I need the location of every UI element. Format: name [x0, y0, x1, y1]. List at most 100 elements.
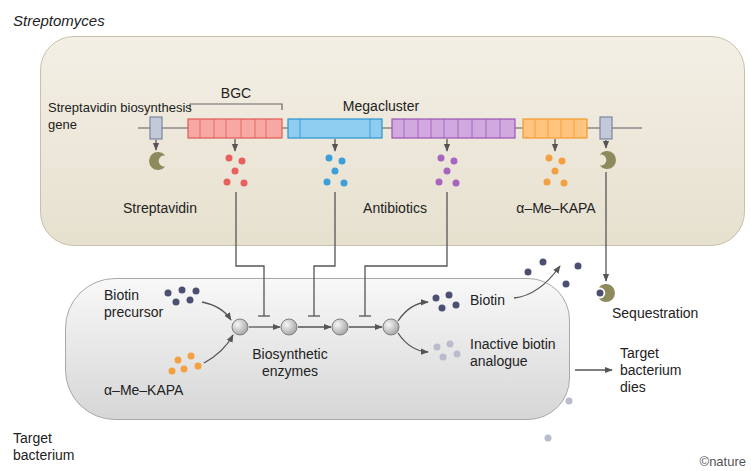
label: α–Me–KAPA: [104, 382, 204, 399]
cell-name: Streptomyces: [13, 12, 173, 29]
label: α–Me–KAPA: [506, 200, 606, 217]
label: Biotin precursor: [104, 287, 172, 321]
expression-arrow: [155, 140, 156, 150]
molecule-dot: [454, 351, 461, 358]
pathway-arrow: [298, 326, 331, 327]
death-arrow: [575, 369, 612, 370]
molecule-dot: [193, 288, 200, 295]
molecule-dot: [434, 344, 441, 351]
molecule-dot: [433, 295, 440, 302]
bgc-gene-block: [188, 119, 282, 138]
molecule-dot: [326, 155, 333, 162]
expression-arrow: [334, 139, 335, 151]
label: Biosynthetic enzymes: [235, 346, 345, 380]
export-arrow: [514, 266, 560, 298]
molecule-dot: [563, 281, 570, 288]
bgc-product-dots: [224, 155, 248, 187]
expression-arrows: [156, 139, 606, 151]
molecule-dot: [444, 168, 451, 175]
molecule-dot: [540, 259, 547, 266]
enzyme-circle: [383, 319, 399, 335]
purple-gene-block: [392, 119, 515, 138]
pathway-arrow: [398, 302, 428, 321]
molecule-dot: [332, 168, 339, 175]
label: Streptavidin biosynthesis gene: [48, 99, 200, 133]
label: ©nature: [666, 453, 746, 470]
molecule-dot: [597, 290, 604, 297]
molecule-dot: [232, 168, 239, 175]
gene-dividers: [300, 119, 370, 138]
antibiotic-dots: [324, 155, 348, 187]
antibiotic-dots: [436, 155, 460, 187]
blue-gene-block: [288, 119, 382, 138]
expression-arrow: [234, 139, 235, 151]
enzyme-circle: [332, 319, 348, 335]
label: BGC: [211, 85, 261, 102]
molecule-dot: [545, 435, 552, 442]
enzyme-circle: [281, 319, 297, 335]
dna-strand: [138, 127, 642, 129]
inhibition-bar: [359, 315, 371, 316]
streptavidin-symbol: [599, 284, 615, 302]
molecule-dot: [341, 180, 348, 187]
pathway-arrow: [349, 326, 382, 327]
pathway-arrow: [204, 335, 233, 363]
streptavidin-symbol: [600, 151, 616, 169]
pathway-arrow: [249, 326, 280, 327]
inhibition-bar: [258, 315, 270, 316]
label: Sequestration: [612, 305, 722, 322]
inhibition-lines: [236, 172, 606, 316]
molecule-dot: [181, 366, 188, 373]
bgc-bracket: [190, 104, 282, 110]
molecule-dot: [453, 302, 460, 309]
molecule-dot: [169, 368, 176, 375]
molecule-dot: [439, 305, 446, 312]
pathway-arrow: [398, 333, 428, 352]
molecule-dot: [339, 158, 346, 165]
molecule-dot: [436, 179, 443, 186]
gene-dividers: [535, 119, 574, 138]
molecule-dot: [226, 155, 233, 162]
molecule-dot: [188, 353, 195, 360]
molecule-dot: [447, 341, 454, 348]
orange-gene-block: [523, 119, 587, 138]
inhibition-line: [314, 192, 335, 316]
molecule-dot: [546, 155, 553, 162]
molecule-dot: [239, 158, 246, 165]
molecule-dot: [195, 363, 202, 370]
label: Streptavidin: [110, 200, 210, 217]
molecule-dot: [173, 299, 180, 306]
precursor-dots: [165, 287, 200, 306]
molecule-dot: [544, 179, 551, 186]
enzymes: [232, 319, 399, 335]
enzyme-circle: [232, 319, 248, 335]
biotin-dots: [433, 259, 604, 312]
molecule-dot: [446, 292, 453, 299]
molecule-dot: [451, 158, 458, 165]
molecule-dot: [241, 180, 248, 187]
label: Biotin: [470, 292, 530, 309]
gene-dividers: [404, 119, 500, 138]
molecule-dot: [187, 297, 194, 304]
molecule-dot: [575, 263, 582, 270]
streptavidin-symbol: [149, 152, 165, 170]
molecule-dot: [525, 269, 532, 276]
molecule-dot: [224, 179, 231, 186]
molecule-dot: [324, 179, 331, 186]
expression-arrow: [605, 140, 606, 148]
molecule-dot: [438, 155, 445, 162]
streptavidin-gene: [150, 117, 162, 139]
kapa-dots: [544, 155, 568, 187]
streptavidin-gene: [600, 117, 612, 139]
molecule-dot: [559, 158, 566, 165]
cell-name: Target bacterium: [13, 430, 93, 464]
label: Antibiotics: [345, 200, 445, 217]
molecule-dot: [175, 357, 182, 364]
label: Target bacterium dies: [620, 345, 700, 396]
molecule-dot: [453, 180, 460, 187]
kapa-dots: [169, 353, 202, 375]
label: Megacluster: [331, 98, 431, 115]
